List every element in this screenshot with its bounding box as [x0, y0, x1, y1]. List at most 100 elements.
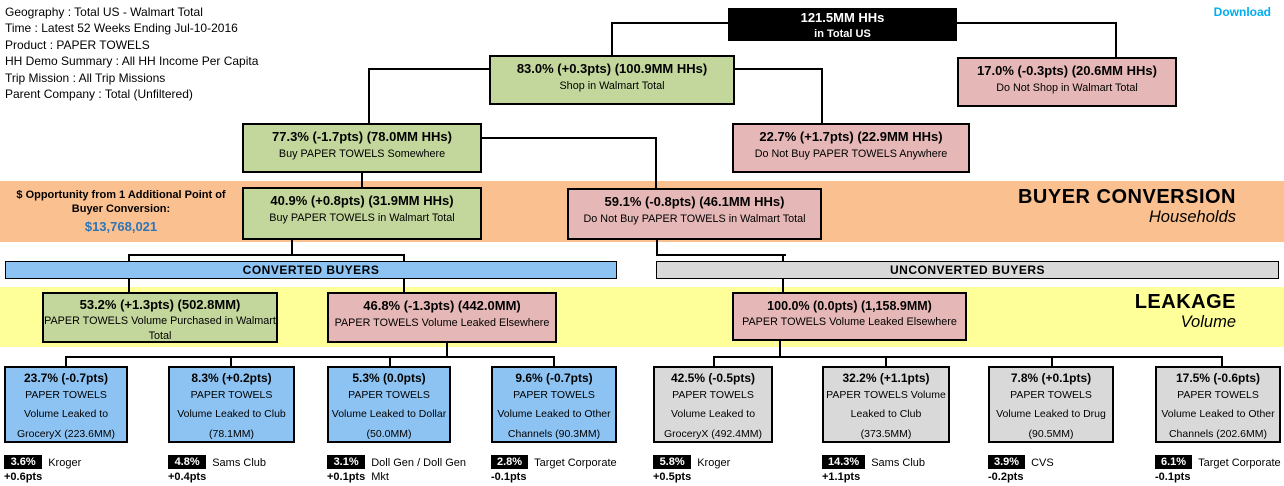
- node-no-shop-walmart: 17.0% (-0.3pts) (20.6MM HHs) Do Not Shop…: [957, 57, 1177, 107]
- retailer-item: 4.8% Sams Club +0.4pts: [168, 455, 322, 484]
- retailer-item: 6.1% Target Corporate -0.1pts: [1155, 455, 1284, 484]
- leak-box-converted-other: 9.6% (-0.7pts) PAPER TOWELS Volume Leake…: [491, 366, 617, 443]
- connector-line: [782, 254, 784, 262]
- retailer-item: 3.1% Doll Gen / Doll Gen Mkt +0.1pts: [327, 455, 481, 484]
- connector-line: [656, 239, 658, 256]
- connector-line: [403, 278, 405, 293]
- node-stat: 121.5MM HHs: [800, 10, 885, 25]
- connector-line: [656, 254, 786, 256]
- connector-line: [480, 137, 657, 139]
- retailer-change: +0.5pts: [653, 471, 692, 483]
- retailer-name: Sams Club: [871, 457, 925, 469]
- connector-line: [128, 278, 130, 293]
- connector-line: [611, 22, 730, 24]
- connector-line: [368, 68, 491, 70]
- leak-stat: 42.5% (-0.5pts): [670, 371, 756, 385]
- connector-line: [782, 278, 784, 293]
- leak-box-unconverted-drug: 7.8% (+0.1pts) PAPER TOWELS Volume Leake…: [988, 366, 1114, 443]
- node-buy-somewhere: 77.3% (-1.7pts) (78.0MM HHs) Buy PAPER T…: [242, 123, 482, 173]
- node-buy-in-walmart: 40.9% (+0.8pts) (31.9MM HHs) Buy PAPER T…: [242, 187, 482, 240]
- retailer-change: -0.2pts: [988, 471, 1024, 483]
- leak-label: PAPER TOWELS Volume Leaked to Dollar (50…: [331, 389, 447, 440]
- connector-line: [128, 254, 130, 262]
- connector-line: [1221, 356, 1223, 366]
- connector-line: [1051, 356, 1053, 366]
- node-label: Do Not Buy PAPER TOWELS Anywhere: [754, 147, 948, 160]
- leak-stat: 17.5% (-0.6pts): [1175, 371, 1261, 385]
- connector-line: [368, 68, 370, 124]
- connector-line: [65, 356, 67, 366]
- leak-box-unconverted-other: 17.5% (-0.6pts) PAPER TOWELS Volume Leak…: [1155, 366, 1281, 443]
- filter-time: Time : Latest 52 Weeks Ending Jul-10-201…: [5, 21, 238, 36]
- node-stat: 53.2% (+1.3pts) (502.8MM): [79, 297, 241, 312]
- node-label: Do Not Buy PAPER TOWELS in Walmart Total: [583, 212, 806, 225]
- connector-line: [885, 356, 887, 366]
- connector-line: [403, 254, 405, 262]
- leak-label: PAPER TOWELS Volume Leaked to GroceryX (…: [16, 389, 116, 440]
- retailer-name: Sams Club: [212, 457, 267, 469]
- connector-line: [955, 22, 1117, 24]
- retailer-share-badge: 3.6%: [4, 455, 43, 469]
- connector-line: [655, 137, 657, 189]
- leak-box-converted-groceryx: 23.7% (-0.7pts) PAPER TOWELS Volume Leak…: [4, 366, 128, 443]
- download-link[interactable]: Download: [1213, 5, 1271, 19]
- leak-stat: 32.2% (+1.1pts): [842, 371, 930, 385]
- connector-line: [230, 356, 232, 366]
- node-label: PAPER TOWELS Volume Leaked Elsewhere: [334, 316, 550, 329]
- node-total-us: 121.5MM HHs in Total US: [728, 8, 957, 41]
- leak-stat: 8.3% (+0.2pts): [191, 371, 272, 385]
- retailer-change: +0.1pts: [327, 471, 366, 483]
- connector-line: [65, 356, 555, 358]
- node-label: Buy PAPER TOWELS Somewhere: [278, 147, 446, 160]
- retailer-item: 5.8% Kroger +0.5pts: [653, 455, 807, 484]
- node-volume-purchased-walmart: 53.2% (+1.3pts) (502.8MM) PAPER TOWELS V…: [42, 292, 278, 343]
- retailer-share-badge: 3.1%: [327, 455, 366, 469]
- connector-line: [291, 239, 293, 256]
- node-label: PAPER TOWELS Volume Leaked Elsewhere: [742, 316, 957, 329]
- retailer-change: -0.1pts: [1155, 471, 1191, 483]
- retailer-item: 14.3% Sams Club +1.1pts: [822, 455, 976, 484]
- filter-geography: Geography : Total US - Walmart Total: [5, 5, 203, 19]
- leak-stat: 7.8% (+0.1pts): [1010, 371, 1092, 385]
- connector-line: [611, 22, 613, 56]
- leak-label: PAPER TOWELS Volume Leaked to GroceryX (…: [663, 389, 763, 440]
- retailer-share-badge: 4.8%: [168, 455, 207, 469]
- leak-box-converted-dollar: 5.3% (0.0pts) PAPER TOWELS Volume Leaked…: [327, 366, 451, 443]
- retailer-name: Kroger: [48, 457, 82, 469]
- filter-summary: Geography : Total US - Walmart Total Tim…: [5, 4, 258, 102]
- retailer-name: Doll Gen / Doll Gen Mkt: [371, 457, 466, 483]
- filter-trip-mission: Trip Mission : All Trip Missions: [5, 70, 166, 85]
- leak-label: PAPER TOWELS Volume Leaked to Other Chan…: [1161, 389, 1275, 440]
- section-title: LEAKAGE: [1134, 291, 1236, 313]
- connector-line: [713, 356, 715, 366]
- leak-label: PAPER TOWELS Volume Leaked to Drug (90.5…: [996, 389, 1106, 440]
- node-stat: 22.7% (+1.7pts) (22.9MM HHs): [759, 129, 943, 144]
- leak-label: PAPER TOWELS Volume Leaked to Club (78.1…: [177, 389, 286, 440]
- connector-line: [733, 68, 823, 70]
- retailer-name: Kroger: [697, 457, 731, 469]
- leak-box-unconverted-groceryx: 42.5% (-0.5pts) PAPER TOWELS Volume Leak…: [653, 366, 773, 443]
- retailer-share-badge: 3.9%: [988, 455, 1026, 469]
- retailer-item: 3.6% Kroger +0.6pts: [4, 455, 158, 484]
- node-volume-leaked-converted: 46.8% (-1.3pts) (442.0MM) PAPER TOWELS V…: [327, 292, 557, 343]
- node-stat: 17.0% (-0.3pts) (20.6MM HHs): [977, 63, 1157, 78]
- connector-line: [361, 172, 363, 188]
- node-no-buy-in-walmart: 59.1% (-0.8pts) (46.1MM HHs) Do Not Buy …: [567, 188, 822, 240]
- retailer-change: +1.1pts: [822, 471, 861, 483]
- connector-line: [553, 356, 555, 366]
- retailer-share-badge: 6.1%: [1155, 455, 1193, 469]
- connector-line: [389, 356, 391, 366]
- leak-label: PAPER TOWELS Volume Leaked to Other Chan…: [497, 389, 611, 440]
- node-stat: 83.0% (+0.3pts) (100.9MM HHs): [516, 61, 708, 76]
- retailer-name: Target Corporate: [1198, 457, 1281, 469]
- node-label: Do Not Shop in Walmart Total: [996, 81, 1138, 94]
- section-subtitle: Volume: [1180, 313, 1236, 331]
- retailer-change: -0.1pts: [491, 471, 527, 483]
- connector-line: [446, 342, 448, 358]
- retailer-item: 3.9% CVS -0.2pts: [988, 455, 1142, 484]
- connector-line: [1115, 22, 1117, 58]
- leakage-title: LEAKAGE Volume: [1135, 291, 1236, 331]
- opportunity-value: $13,768,021: [84, 219, 158, 234]
- connector-line: [821, 68, 823, 124]
